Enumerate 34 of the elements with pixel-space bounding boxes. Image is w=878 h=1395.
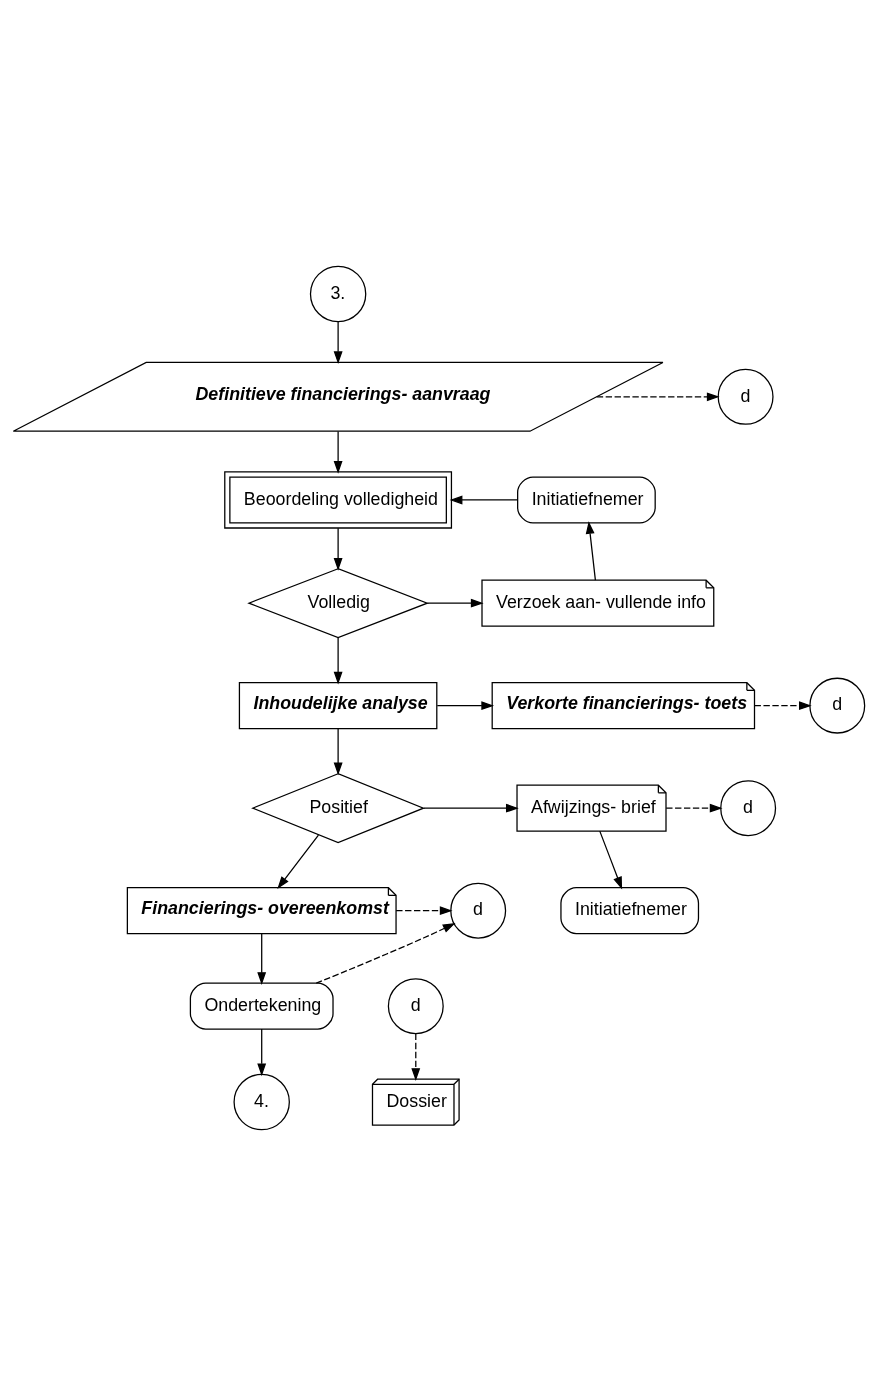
node-circle: d xyxy=(809,677,866,734)
node-circle: d xyxy=(387,977,444,1034)
arrow xyxy=(665,803,723,813)
node-diamond: Positief xyxy=(251,772,426,843)
node-box: Beoordeling volledigheid xyxy=(224,470,453,529)
node-circle: d xyxy=(450,882,507,939)
node-box: Inhoudelijke analyse xyxy=(238,681,438,729)
arrow xyxy=(277,834,320,889)
arrow xyxy=(753,700,812,710)
node-box: Initiatiefnemer xyxy=(517,475,656,524)
node-box: Initiatiefnemer xyxy=(560,886,700,934)
arrow xyxy=(449,495,519,504)
arrow xyxy=(257,1027,267,1076)
arrow xyxy=(333,527,343,571)
node-circle: 3. xyxy=(309,265,367,322)
arrow xyxy=(333,727,343,775)
arrow xyxy=(585,520,597,581)
arrow xyxy=(315,922,456,984)
arrow xyxy=(333,430,343,474)
arrow xyxy=(333,320,343,364)
arrow xyxy=(426,598,484,608)
arrow xyxy=(436,700,495,710)
node-box: Ondertekening xyxy=(189,982,334,1030)
arrow xyxy=(257,932,267,985)
node-circle: d xyxy=(717,368,774,425)
arrow xyxy=(333,636,343,684)
arrow xyxy=(599,829,623,890)
arrow xyxy=(411,1032,421,1081)
arrow xyxy=(395,905,453,915)
node-circle: d xyxy=(720,779,777,836)
arrow xyxy=(423,803,519,813)
arrow xyxy=(596,391,720,401)
node-diamond: Volledig xyxy=(247,567,429,638)
node-circle: 4. xyxy=(233,1073,290,1130)
